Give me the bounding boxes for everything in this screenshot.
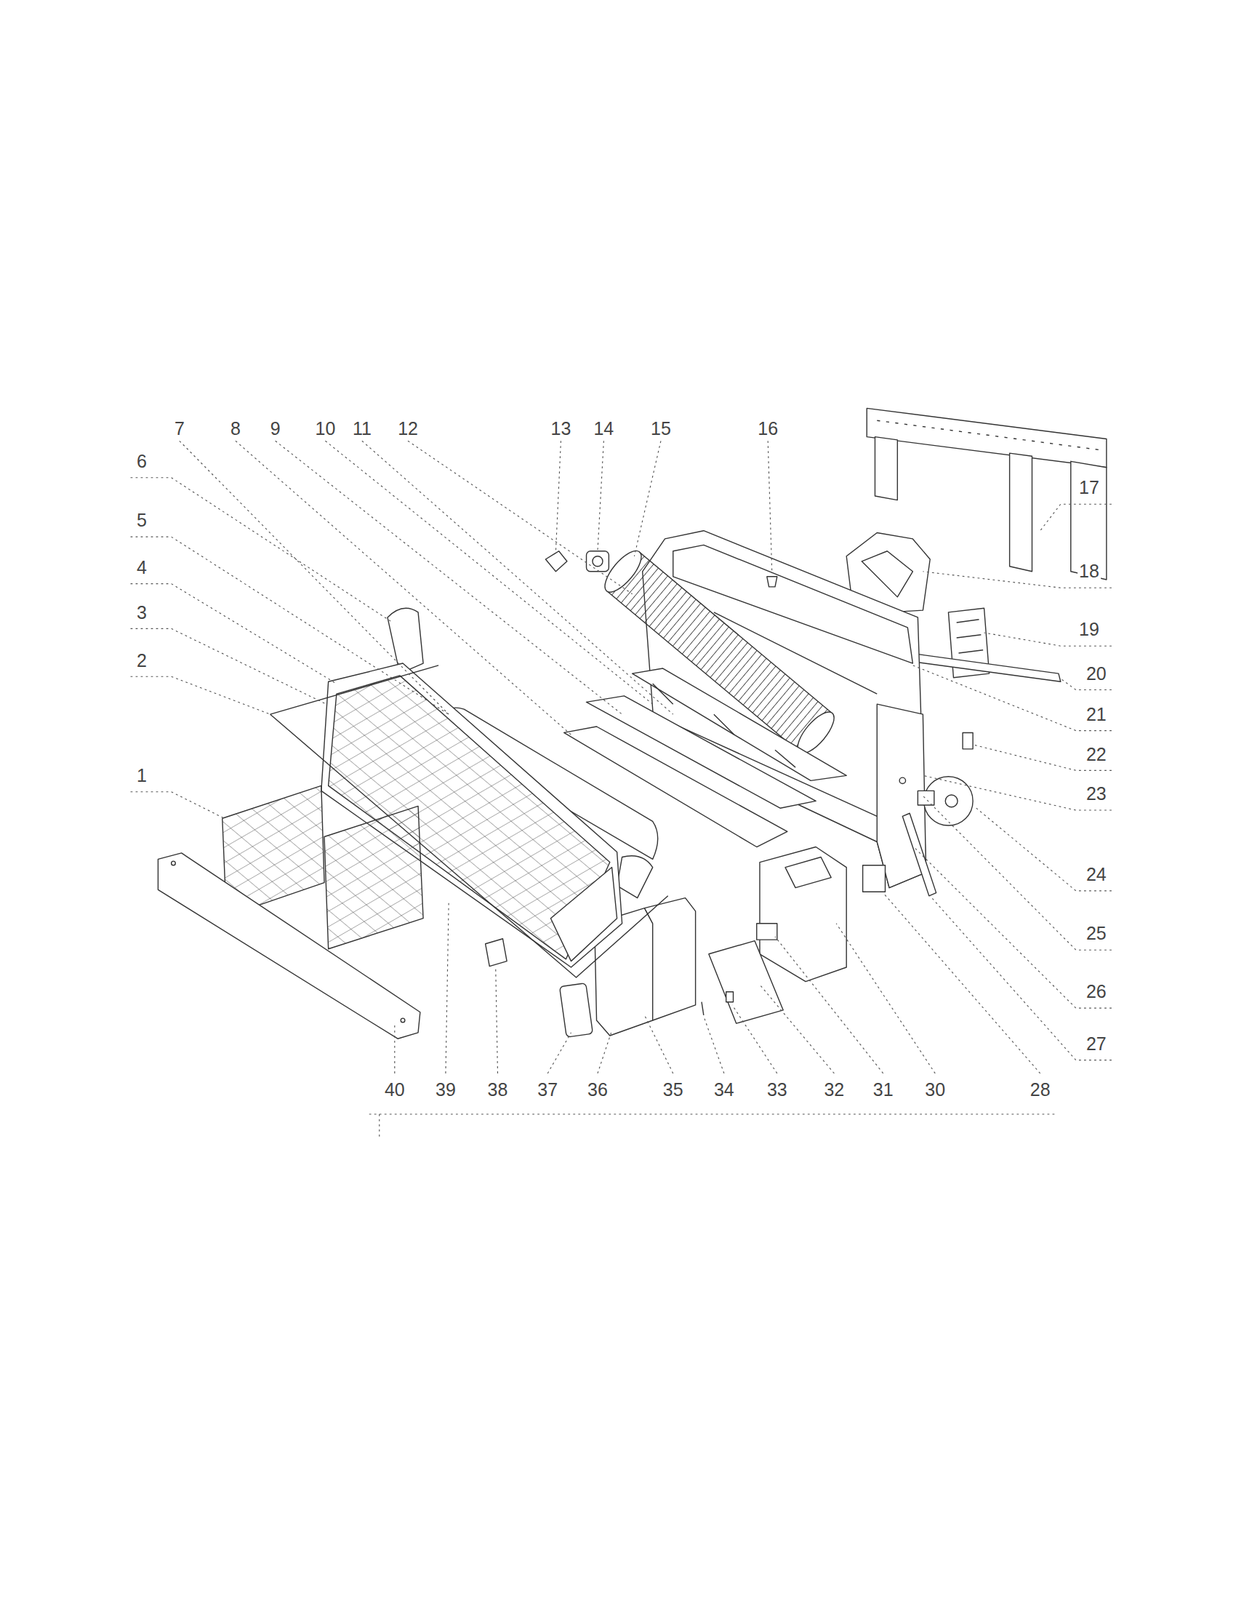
callout-number: 15 [649, 418, 673, 439]
callout-number: 5 [135, 510, 149, 531]
callout-number: 8 [229, 418, 243, 439]
callout-number: 6 [135, 450, 149, 471]
callout-number: 35 [661, 1079, 685, 1100]
callout-number: 27 [1084, 1033, 1109, 1053]
callout-number: 34 [712, 1079, 736, 1100]
callout-number: 30 [923, 1079, 947, 1100]
callout-number: 32 [822, 1079, 846, 1100]
callout-number: 2 [135, 649, 149, 670]
callout-number: 40 [383, 1079, 407, 1100]
callout-number: 13 [549, 418, 573, 439]
callout-number: 3 [135, 602, 149, 622]
callout-number: 22 [1084, 743, 1109, 764]
callout-number: 31 [871, 1079, 896, 1100]
callout-number: 33 [765, 1079, 789, 1100]
callout-number: 28 [1028, 1079, 1053, 1100]
callout-number: 12 [396, 418, 420, 439]
callout-number: 23 [1084, 783, 1109, 804]
callout-number: 14 [591, 418, 616, 439]
callout-number: 39 [434, 1079, 458, 1100]
callout-number: 19 [1077, 619, 1101, 640]
callout-number: 7 [173, 418, 187, 439]
callout-number: 1 [135, 765, 149, 786]
callout-number: 16 [756, 418, 780, 439]
callout-number: 26 [1084, 981, 1109, 1002]
callout-number: 25 [1084, 923, 1109, 943]
callout-number: 10 [314, 418, 338, 439]
callout-number: 20 [1084, 663, 1109, 683]
callout-number: 18 [1077, 561, 1101, 581]
callout-number: 21 [1084, 703, 1109, 724]
callout-number: 17 [1077, 477, 1101, 498]
callout-number: 11 [351, 418, 373, 439]
callout-number: 37 [535, 1079, 560, 1100]
callout-number: 24 [1084, 864, 1109, 885]
callout-number: 36 [586, 1079, 610, 1100]
callout-number: 4 [135, 556, 149, 577]
callout-number: 9 [269, 418, 283, 439]
callout-number: 38 [486, 1079, 510, 1100]
